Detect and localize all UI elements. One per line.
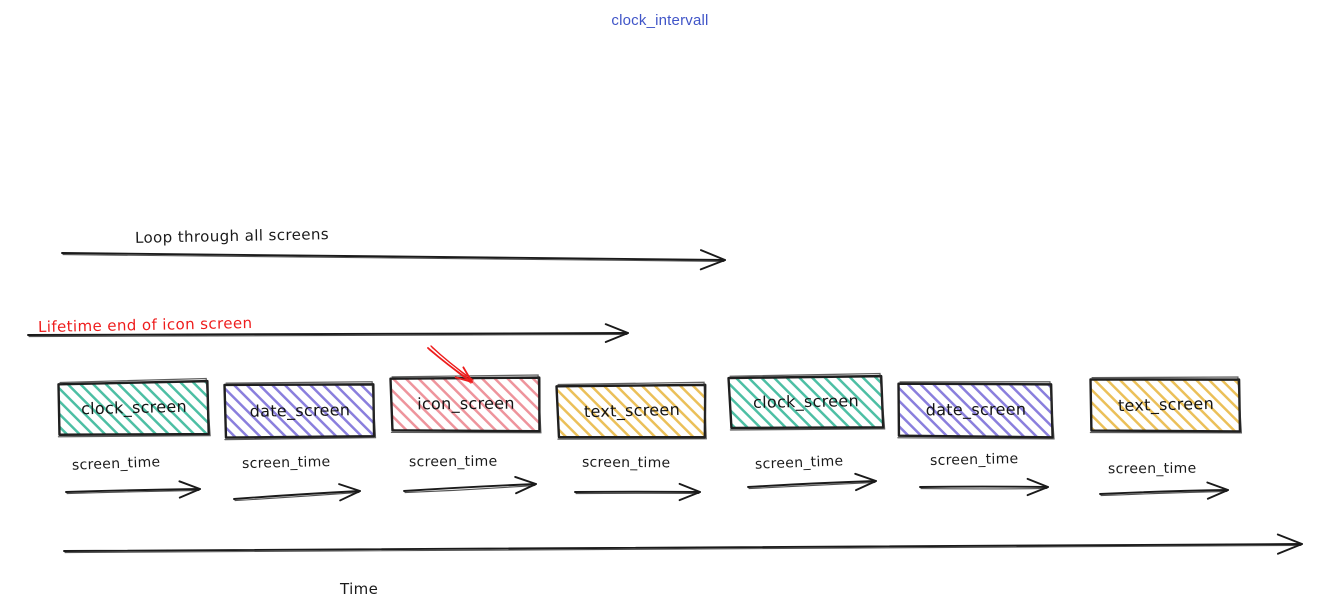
screen-time-label: screen_time <box>754 453 844 473</box>
page-title: clock_intervall <box>611 12 709 29</box>
screen-time-label: screen_time <box>241 453 331 473</box>
screen-time-label: screen_time <box>929 450 1019 470</box>
loop-annotation-label: Loop through all screens <box>134 225 330 247</box>
screen-time-label: screen_time <box>581 454 671 472</box>
screen-time-label: screen_time <box>408 453 498 471</box>
time-axis-label: Time <box>340 580 379 598</box>
screen-time-label: screen_time <box>71 454 161 474</box>
screen-time-label: screen_time <box>1107 460 1197 478</box>
